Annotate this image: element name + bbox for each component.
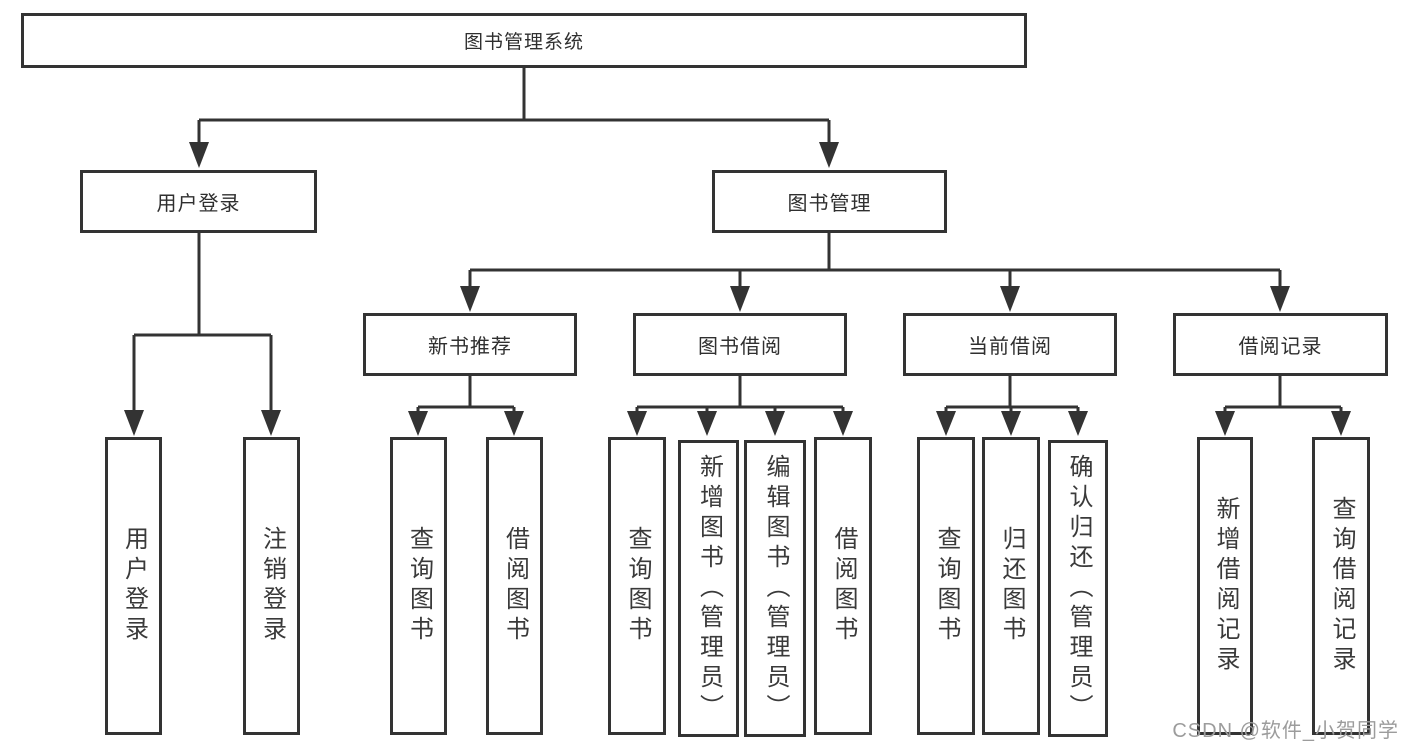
branch-book-borrow [627,376,853,436]
leaf-confirm-return-admin-label: 确认归还（管理员） [1065,453,1092,724]
branch-borrow-records [1215,376,1351,436]
leaf-borrow-books-1-label: 借阅图书 [501,526,529,646]
node-new-book-recommend: 新书推荐 [363,313,577,376]
arrowhead-add-book-admin [697,411,717,436]
node-root: 图书管理系统 [21,13,1027,68]
leaf-logout: 注销登录 [243,437,300,735]
arrowhead-edit-book-admin [765,411,785,436]
watermark: CSDN @软件_小贺同学 [1172,720,1399,742]
leaf-borrow-books-2: 借阅图书 [814,437,872,735]
leaf-user-login: 用户登录 [105,437,162,735]
node-new-book-recommend-label: 新书推荐 [428,336,512,358]
leaf-query-borrow-record: 查询借阅记录 [1312,437,1370,735]
leaf-confirm-return-admin: 确认归还（管理员） [1048,440,1108,737]
leaf-query-books-1: 查询图书 [390,437,447,735]
node-user-login: 用户登录 [80,170,317,233]
leaf-query-books-2-label: 查询图书 [624,526,651,646]
branch-book-management [460,233,1290,312]
leaf-query-borrow-record-label: 查询借阅记录 [1328,496,1355,676]
node-current-borrow: 当前借阅 [903,313,1117,376]
leaf-borrow-books-1: 借阅图书 [486,437,543,735]
branch-current-borrow [936,376,1088,436]
leaf-return-book-label: 归还图书 [998,526,1025,646]
leaf-add-borrow-record-label: 新增借阅记录 [1212,496,1239,676]
leaf-borrow-books-2-label: 借阅图书 [830,526,857,646]
branch-new-book-recommend [408,376,524,436]
branch-root-to-level2 [189,68,839,168]
node-book-borrow-label: 图书借阅 [698,336,782,358]
node-user-login-label: 用户登录 [156,193,241,215]
leaf-query-books-1-label: 查询图书 [405,526,433,646]
leaf-edit-book-admin: 编辑图书（管理员） [744,440,806,737]
arrowhead-book-management [819,142,839,168]
arrowhead-borrow-books-2 [833,411,853,436]
leaf-logout-label: 注销登录 [258,526,286,646]
arrowhead-leaf-logout [261,410,281,436]
arrowhead-user-login [189,142,209,168]
leaf-query-books-3-label: 查询图书 [933,526,960,646]
arrowhead-query-books-1 [408,411,428,436]
leaf-user-login-label: 用户登录 [120,526,148,646]
node-current-borrow-label: 当前借阅 [968,336,1052,358]
node-book-management-label: 图书管理 [787,193,872,215]
arrowhead-leaf-user-login [124,410,144,436]
branch-user-login [124,233,281,436]
leaf-return-book: 归还图书 [982,437,1040,735]
arrowhead-query-borrow-record [1331,411,1351,436]
arrowhead-borrow-books-1 [504,411,524,436]
leaf-add-book-admin-label: 新增图书（管理员） [695,453,723,724]
leaf-edit-book-admin-label: 编辑图书（管理员） [762,453,789,724]
node-book-management: 图书管理 [712,170,947,233]
arrowhead-query-books-3 [936,411,956,436]
arrowhead-current-borrow [1000,286,1020,312]
arrowhead-borrow-records [1270,286,1290,312]
node-borrow-records-label: 借阅记录 [1238,336,1323,358]
node-borrow-records: 借阅记录 [1173,313,1388,376]
node-root-label: 图书管理系统 [463,32,584,53]
arrowhead-return-book [1001,411,1021,436]
arrowhead-confirm-return-admin [1068,411,1088,436]
leaf-query-books-3: 查询图书 [917,437,975,735]
leaf-query-books-2: 查询图书 [608,437,666,735]
node-book-borrow: 图书借阅 [633,313,847,376]
arrowhead-new-book-recommend [460,286,480,312]
arrowhead-add-borrow-record [1215,411,1235,436]
leaf-add-borrow-record: 新增借阅记录 [1197,437,1253,735]
arrowhead-book-borrow [730,286,750,312]
leaf-add-book-admin: 新增图书（管理员） [678,440,739,737]
arrowhead-query-books-2 [627,411,647,436]
